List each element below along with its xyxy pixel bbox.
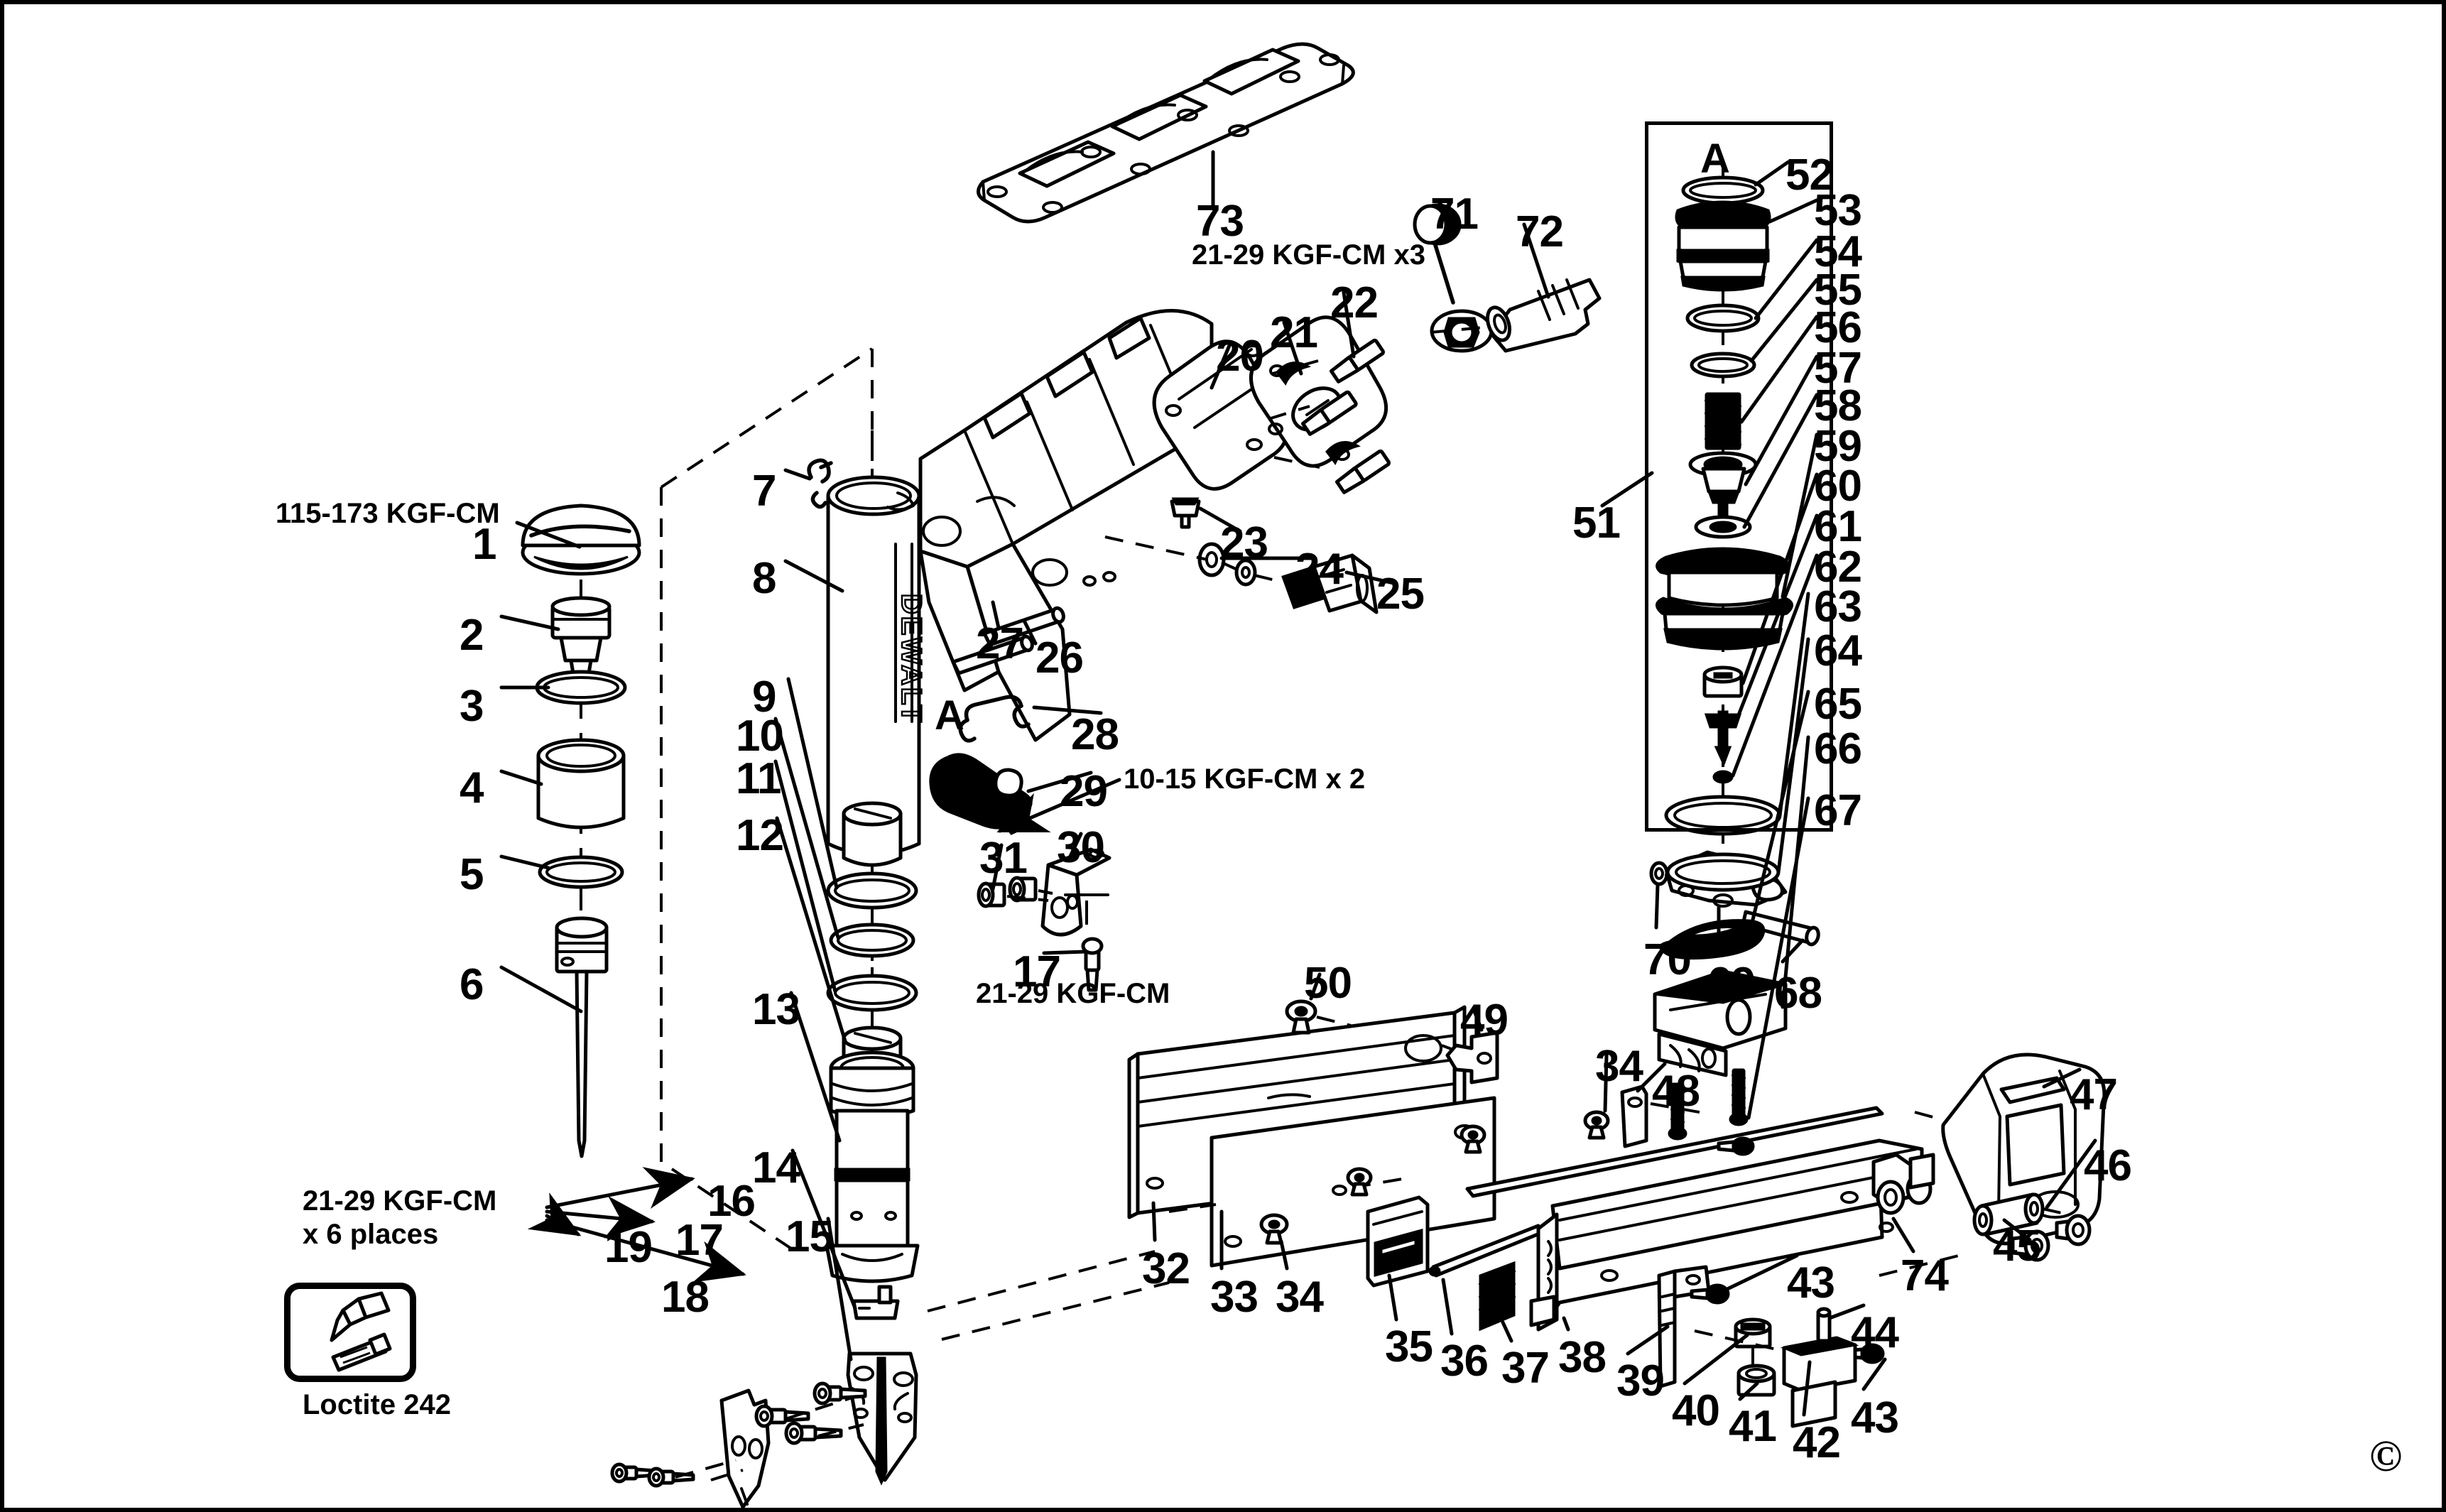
torque-note-main-cap: 115-173 KGF-CM <box>276 498 500 529</box>
callout-number-31: 31 <box>979 834 1028 883</box>
callout-number-27: 27 <box>976 619 1024 668</box>
callout-number-71: 71 <box>1430 190 1479 239</box>
callout-number-37: 37 <box>1501 1344 1550 1393</box>
callout-number-59: 59 <box>1814 422 1862 471</box>
callout-number-47: 47 <box>2070 1070 2118 1119</box>
callout-number-57: 57 <box>1814 344 1862 393</box>
callout-number-73: 73 <box>1196 197 1244 246</box>
callout-number-9: 9 <box>752 673 776 722</box>
callout-number-70: 70 <box>1643 935 1692 984</box>
callout-number-20: 20 <box>1216 332 1264 381</box>
callout-number-50: 50 <box>1304 959 1352 1008</box>
callout-number-41: 41 <box>1729 1402 1777 1451</box>
callout-number-29: 29 <box>1060 767 1108 816</box>
loctite-icon-box <box>284 1283 416 1382</box>
callout-number-16: 16 <box>707 1177 756 1226</box>
callout-number-5: 5 <box>460 850 484 899</box>
callout-number-45: 45 <box>1993 1222 2041 1271</box>
callout-number-18: 18 <box>661 1273 710 1322</box>
callout-number-1: 1 <box>472 520 496 569</box>
callout-number-30: 30 <box>1057 823 1105 872</box>
callout-number-11: 11 <box>736 754 782 803</box>
callout-number-26: 26 <box>1036 633 1084 682</box>
callout-number-68: 68 <box>1774 969 1822 1018</box>
callout-number-12: 12 <box>736 811 784 860</box>
callout-number-53: 53 <box>1814 186 1862 235</box>
callout-number-69: 69 <box>1707 959 1756 1008</box>
diagram-artwork: .ln{fill:none;stroke:#000;stroke-width:4… <box>499 42 2107 1508</box>
callout-number-42: 42 <box>1793 1418 1841 1467</box>
callout-number-21: 21 <box>1270 308 1318 357</box>
callout-number-23: 23 <box>1220 518 1268 567</box>
callout-number-61: 61 <box>1814 502 1862 551</box>
callout-number-55: 55 <box>1814 266 1862 315</box>
torque-note-bracket: 21-29 KGF-CM <box>976 978 1170 1009</box>
callout-number-33: 33 <box>1210 1273 1259 1322</box>
section-mark-a-detail: A <box>1700 136 1730 182</box>
callout-number-74: 74 <box>1901 1251 1949 1300</box>
callout-number-44: 44 <box>1851 1308 1899 1357</box>
torque-note-trigger-x2: 10-15 KGF-CM x 2 <box>1124 763 1366 795</box>
callout-number-32: 32 <box>1142 1244 1190 1293</box>
callout-number-17: 17 <box>675 1216 724 1265</box>
callout-number-65: 65 <box>1814 680 1862 729</box>
callout-number-49: 49 <box>1460 996 1509 1045</box>
callout-number-8: 8 <box>752 554 776 603</box>
callout-number-54: 54 <box>1814 227 1862 276</box>
callout-number-39: 39 <box>1616 1356 1665 1405</box>
callout-number-64: 64 <box>1814 626 1862 675</box>
callout-number-14: 14 <box>752 1143 800 1192</box>
callout-number-4: 4 <box>460 763 484 812</box>
callout-number-34: 34 <box>1276 1273 1324 1322</box>
callout-number-52: 52 <box>1785 151 1834 200</box>
loctite-label: Loctite 242 <box>303 1389 451 1420</box>
callout-number-38: 38 <box>1558 1333 1607 1382</box>
copyright-symbol: © <box>2369 1432 2403 1481</box>
callout-number-3: 3 <box>460 682 484 731</box>
callout-number-58: 58 <box>1814 381 1862 430</box>
callout-number-2: 2 <box>460 611 484 660</box>
loctite-bottle-and-screw-icon <box>330 1291 392 1372</box>
callout-number-35: 35 <box>1385 1322 1433 1371</box>
callout-number-36: 36 <box>1440 1337 1489 1386</box>
callout-number-34: 34 <box>1595 1042 1643 1091</box>
callout-number-28: 28 <box>1071 710 1119 759</box>
callout-number-62: 62 <box>1814 543 1862 592</box>
callout-number-19: 19 <box>604 1223 653 1272</box>
section-mark-a-body: A <box>935 692 964 739</box>
callout-number-17: 17 <box>1013 947 1061 996</box>
callout-number-48: 48 <box>1652 1067 1700 1116</box>
callout-number-72: 72 <box>1516 207 1564 256</box>
callout-number-63: 63 <box>1814 582 1862 631</box>
callout-number-24: 24 <box>1295 545 1344 594</box>
callout-number-51: 51 <box>1572 499 1621 548</box>
callout-number-13: 13 <box>752 985 800 1034</box>
callout-number-6: 6 <box>460 960 484 1009</box>
callout-number-43: 43 <box>1851 1393 1899 1442</box>
callout-number-22: 22 <box>1330 278 1379 327</box>
callout-number-15: 15 <box>786 1212 834 1261</box>
callout-number-60: 60 <box>1814 462 1862 511</box>
callout-number-43: 43 <box>1787 1258 1835 1307</box>
callout-number-7: 7 <box>752 467 776 516</box>
callout-number-67: 67 <box>1814 786 1862 835</box>
callout-number-40: 40 <box>1672 1386 1720 1435</box>
callout-number-66: 66 <box>1814 724 1862 773</box>
torque-note-cap-x3: 21-29 KGF-CM x3 <box>1192 239 1425 271</box>
callout-number-25: 25 <box>1376 570 1425 619</box>
detail-view-a-panel <box>1645 121 1833 832</box>
callout-number-46: 46 <box>2084 1141 2132 1190</box>
torque-note-six-places: 21-29 KGF-CM x 6 places <box>303 1185 497 1251</box>
callout-number-10: 10 <box>736 712 784 761</box>
callout-number-56: 56 <box>1814 303 1862 352</box>
